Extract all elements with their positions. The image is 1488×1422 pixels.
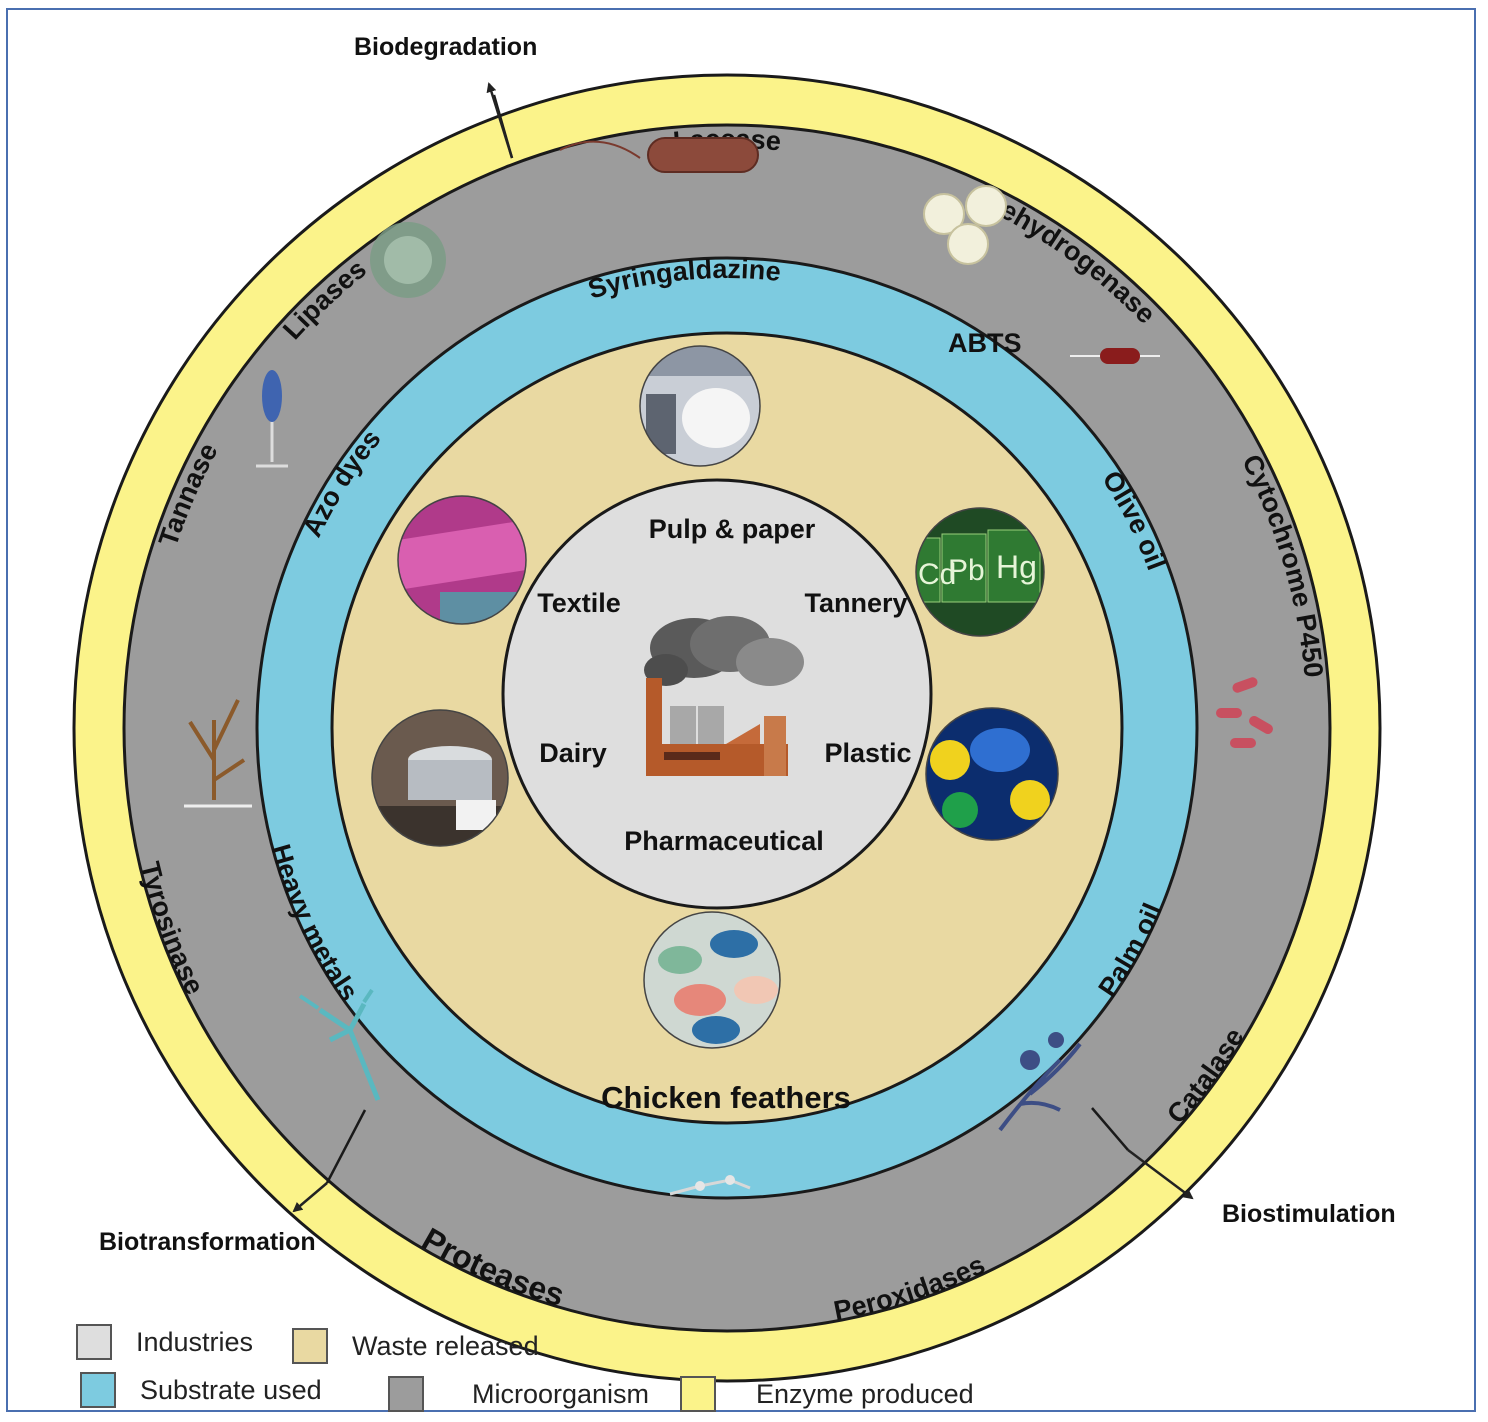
biostimulation-label: Biostimulation <box>1222 1200 1396 1228</box>
legend-label-waste: Waste released <box>352 1330 539 1361</box>
legend-item-waste: Waste released <box>292 1328 539 1364</box>
biodegradation-arrow <box>486 82 514 159</box>
legend-swatch-substrate <box>80 1372 116 1408</box>
industry-label-plastic: Plastic <box>824 738 911 768</box>
biodegradation-label: Biodegradation <box>354 33 537 61</box>
aspergillus-icon <box>256 370 288 468</box>
divider-bottom-right <box>1091 1107 1129 1151</box>
streptomyces-icon <box>998 1032 1082 1132</box>
industry-label-pulp-paper: Pulp & paper <box>649 514 816 544</box>
legend-label-substrate: Substrate used <box>140 1374 322 1405</box>
industry-label-textile: Textile <box>537 588 621 618</box>
penicillium-icon <box>298 988 381 1101</box>
biostimulation-arrow <box>1127 1149 1194 1200</box>
legend-item-industries: Industries <box>76 1324 253 1360</box>
factory-icon <box>644 616 804 776</box>
pills-photo-icon <box>644 912 780 1048</box>
legend-label-industries: Industries <box>136 1326 254 1357</box>
fungal-spore-icon <box>370 222 446 298</box>
legend-swatch-enzyme <box>680 1376 716 1412</box>
flagellated-bacterium-icon <box>1070 348 1160 364</box>
cocci-cluster-icon <box>923 185 1007 265</box>
heavy-metal-elements-icon: Cd Pb Hg <box>916 508 1044 636</box>
industry-label-tannery: Tannery <box>804 588 907 618</box>
substrate-label-abts: ABTS <box>948 328 1022 358</box>
figure-border <box>6 8 1476 1412</box>
element-tile-pb: Pb <box>948 554 985 587</box>
plastic-bottles-photo-icon <box>926 708 1058 840</box>
industry-label-pharmaceutical: Pharmaceutical <box>624 826 824 856</box>
industries-core <box>501 478 933 910</box>
rod-bacteria-cluster-icon <box>1216 677 1273 748</box>
legend-item-microorganism: Microorganism <box>388 1376 649 1412</box>
paper-mill-photo-icon <box>640 346 760 466</box>
divider-bottom-left <box>325 1109 367 1184</box>
industry-label-dairy: Dairy <box>539 738 607 768</box>
legend-label-enzyme: Enzyme produced <box>756 1378 974 1409</box>
legend-item-substrate: Substrate used <box>80 1372 322 1408</box>
biotransformation-label: Biotransformation <box>99 1228 316 1256</box>
legend-label-microorganism: Microorganism <box>472 1378 650 1409</box>
legend-swatch-industries <box>76 1324 112 1360</box>
biotransformation-arrow <box>292 1182 328 1213</box>
legend-swatch-waste <box>292 1328 328 1364</box>
dyed-fabric-photo-icon <box>398 496 526 624</box>
element-tile-cd: Cd <box>918 558 956 591</box>
branched-fungus-icon <box>184 699 252 808</box>
rod-bacterium-icon <box>559 137 759 173</box>
legend-item-enzyme: Enzyme produced <box>680 1376 974 1412</box>
legend-swatch-microorganism <box>388 1376 424 1412</box>
element-tile-hg: Hg <box>996 549 1037 585</box>
substrate-label-chicken-feathers: Chicken feathers <box>601 1080 851 1115</box>
chain-cocci-icon <box>669 1175 751 1196</box>
